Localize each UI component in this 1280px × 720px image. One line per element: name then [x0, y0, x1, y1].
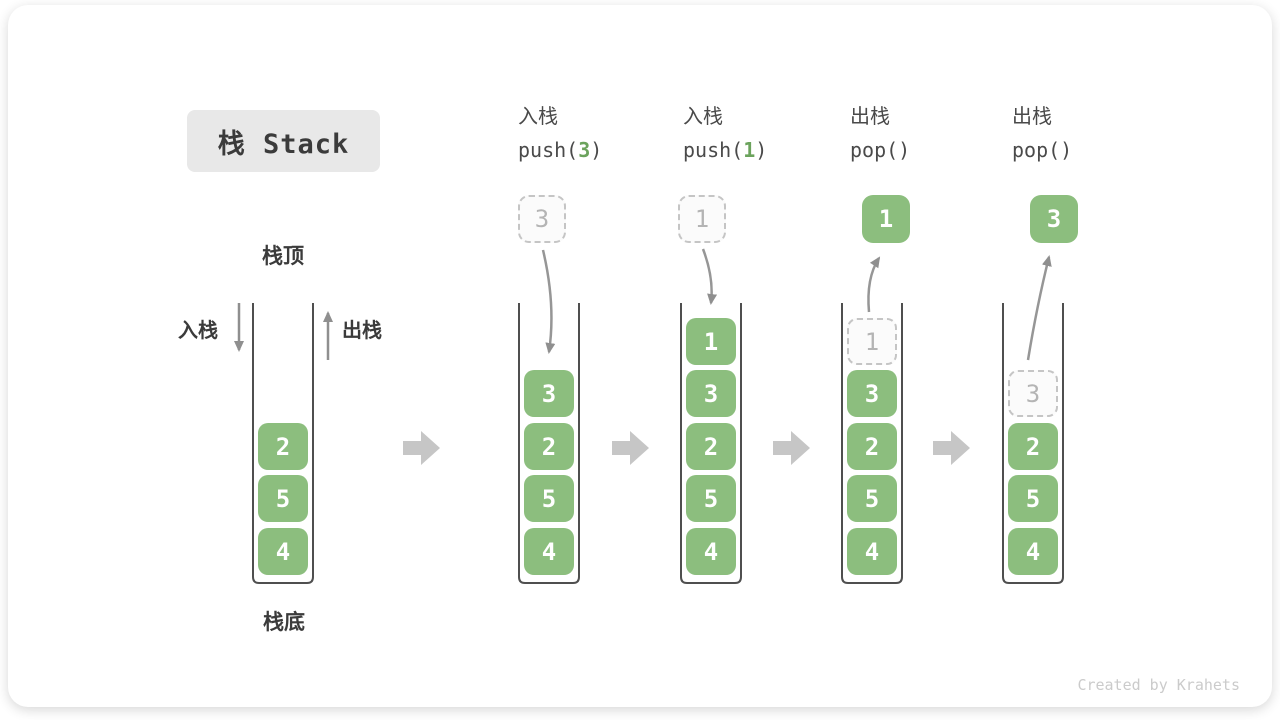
stack-bottom-label: 栈底 — [263, 610, 305, 634]
op-code: push(3) — [518, 138, 603, 162]
stack-element: 2 — [258, 423, 308, 470]
op-code: pop() — [1012, 138, 1073, 162]
op-name: 出栈 — [850, 104, 890, 128]
stack-top-label: 栈顶 — [262, 244, 304, 268]
stack-element: 4 — [524, 528, 574, 575]
title-badge: 栈 Stack — [187, 110, 380, 172]
stack-element: 5 — [1008, 475, 1058, 522]
op-arg: 3 — [578, 138, 591, 162]
op-code: pop() — [850, 138, 911, 162]
ghost-element: 1 — [847, 318, 897, 365]
stack-element: 4 — [847, 528, 897, 575]
stack-element: 3 — [686, 370, 736, 417]
op-name: 入栈 — [518, 104, 558, 128]
pop-side-label: 出栈 — [342, 318, 382, 342]
op-name: 出栈 — [1012, 104, 1052, 128]
stack-element: 4 — [686, 528, 736, 575]
stack-element: 3 — [524, 370, 574, 417]
op-group-push3: 入栈 push(3) — [518, 106, 602, 160]
incoming-element: 3 — [518, 195, 566, 243]
stack-element: 2 — [686, 423, 736, 470]
op-arg: 1 — [743, 138, 756, 162]
stack-element: 5 — [847, 475, 897, 522]
stack-element: 5 — [258, 475, 308, 522]
stack-element: 2 — [847, 423, 897, 470]
stack-element: 4 — [258, 528, 308, 575]
watermark: Created by Krahets — [1077, 676, 1240, 694]
op-group-pop3: 出栈 pop() — [1012, 106, 1072, 160]
stack-element: 4 — [1008, 528, 1058, 575]
incoming-element: 1 — [678, 195, 726, 243]
stack-element: 3 — [847, 370, 897, 417]
popped-element: 3 — [1030, 195, 1078, 243]
op-group-pop1: 出栈 pop() — [850, 106, 910, 160]
op-name: 入栈 — [683, 104, 723, 128]
stack-element: 2 — [1008, 423, 1058, 470]
stack-element: 5 — [686, 475, 736, 522]
op-group-push1: 入栈 push(1) — [683, 106, 767, 160]
ghost-element: 3 — [1008, 370, 1058, 417]
stack-element: 2 — [524, 423, 574, 470]
push-side-label: 入栈 — [178, 318, 218, 342]
op-code: push(1) — [683, 138, 768, 162]
popped-element: 1 — [862, 195, 910, 243]
stack-element: 1 — [686, 318, 736, 365]
stack-element: 5 — [524, 475, 574, 522]
